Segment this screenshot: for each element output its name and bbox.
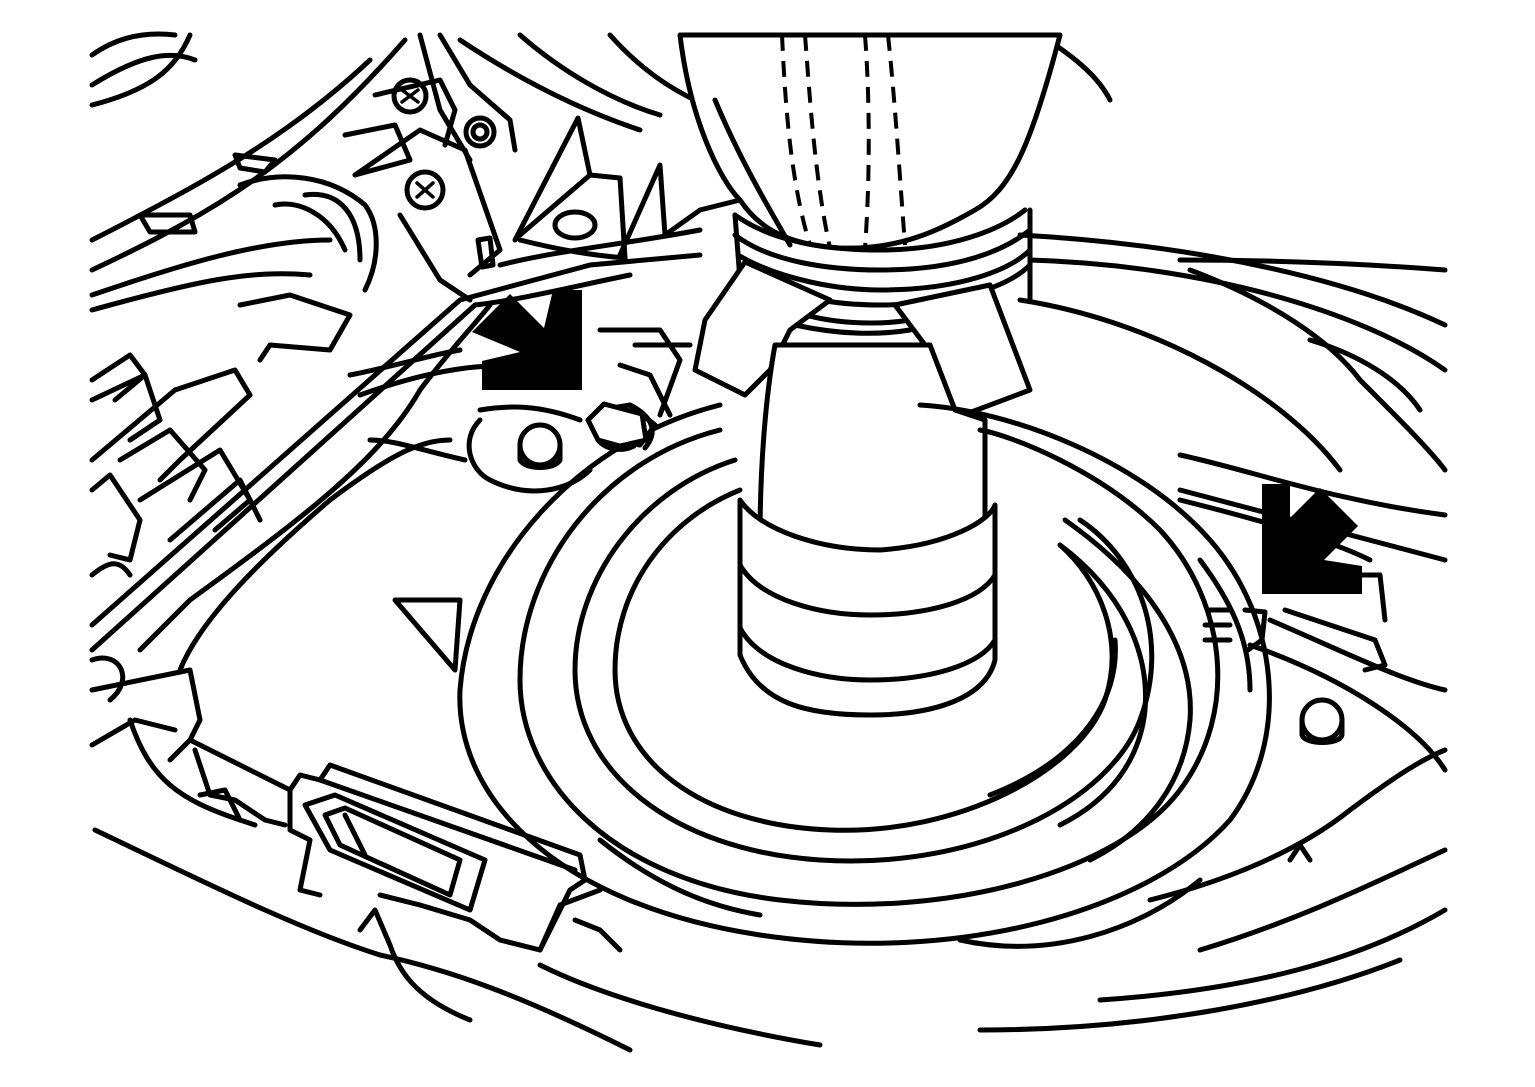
- trim-bezel: [92, 737, 823, 1053]
- callout-arrow-left-icon: [472, 290, 582, 390]
- left-clip: [585, 401, 649, 452]
- shift-knob: [677, 32, 1063, 251]
- base-plate: [89, 252, 1448, 1033]
- shift-shaft: [737, 342, 998, 718]
- shift-boot: [457, 402, 1272, 949]
- center-bracket: [497, 115, 743, 268]
- dashboard-panel: [89, 31, 663, 313]
- callout-arrow-right-icon: [1262, 484, 1362, 594]
- collar-tabs: [692, 259, 1033, 423]
